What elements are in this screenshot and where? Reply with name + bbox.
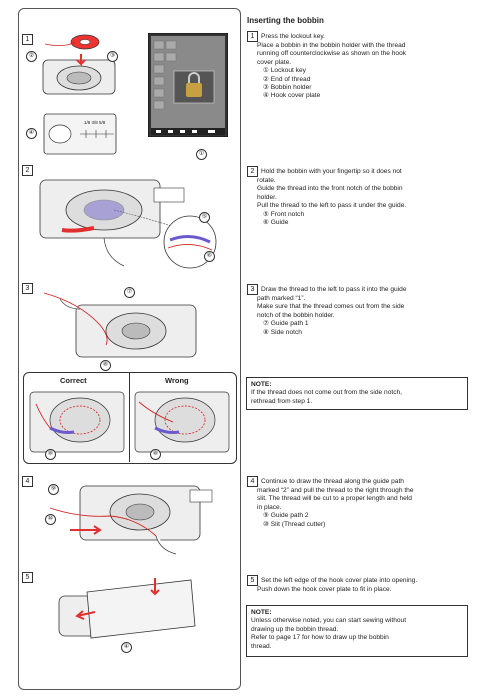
part-5: ⑤ Front notch: [263, 210, 305, 218]
callout-10: ⑩: [45, 514, 56, 525]
step2-badge: 2: [247, 166, 258, 177]
step3-line-0: Draw the thread to the left to pass it i…: [261, 286, 407, 293]
callout-9: ⑨: [48, 484, 59, 495]
bobbin-holder-illustration: [42, 34, 116, 95]
panel-divider: [129, 372, 130, 462]
page-title: Inserting the bobbin: [247, 16, 324, 25]
wrong-illustration: [134, 391, 230, 453]
step1-line-3: cover plate.: [257, 58, 292, 66]
plate-marks: 1/8 3/8 5/8: [84, 120, 106, 125]
callout-7: ⑦: [124, 287, 135, 298]
step3-illustration: [43, 292, 197, 358]
step4-line-0: Continue to draw the thread along the gu…: [261, 478, 404, 485]
callout-6: ⑥: [204, 251, 215, 262]
note2-line-3: thread.: [251, 642, 272, 650]
part-8: ⑧ Side notch: [263, 328, 302, 336]
step2-line-2: Guide the thread into the front notch of…: [257, 185, 403, 193]
step1-line-0: Press the lockout key.: [261, 33, 326, 40]
step4-line-3: in place.: [257, 503, 282, 511]
note2-title: NOTE:: [251, 609, 272, 616]
note-box-1: NOTE: If the thread does not come out fr…: [246, 377, 468, 410]
step-number-3: 3: [22, 283, 33, 294]
step4-badge: 4: [247, 476, 258, 487]
step4-line-2: slit. The thread will be cut to a proper…: [257, 495, 412, 503]
note2-line-0: Unless otherwise noted, you can start se…: [251, 617, 407, 625]
correct-illustration: [29, 391, 125, 453]
callout-4: ④: [26, 128, 37, 139]
step5-line-1: Push down the hook cover plate to fit in…: [257, 586, 392, 593]
part-4: ④ Hook cover plate: [263, 92, 321, 100]
step2-line-3: holder.: [257, 193, 277, 201]
step2-illustration: [39, 179, 217, 269]
hook-cover-plate-illustration: [43, 113, 117, 155]
note-box-2: NOTE: Unless otherwise noted, you can st…: [246, 605, 468, 657]
note1-line-0: If the thread does not come out from the…: [251, 389, 403, 397]
callout-2: ②: [26, 51, 37, 62]
callout-4-step5: ④: [121, 642, 132, 653]
part-2: ② End of thread: [263, 75, 311, 83]
callout-8: ⑧: [100, 360, 111, 371]
part-9: ⑨ Guide path 2: [263, 512, 309, 520]
step5-badge: 5: [247, 575, 258, 586]
step1-line-2: running off counterclockwise as shown on…: [257, 50, 407, 58]
step3-line-3: notch of the bobbin holder.: [257, 311, 335, 319]
step3-line-2: Make sure that the thread comes out from…: [257, 303, 405, 311]
step1-line-1: Place a bobbin in the bobbin holder with…: [257, 42, 406, 49]
callout-8-wrong: ⑧: [150, 449, 161, 460]
step2-line-1: rotate.: [257, 177, 276, 184]
callout-3: ③: [107, 51, 118, 62]
part-10: ⑩ Slit (Thread cutter): [263, 520, 326, 528]
note2-line-1: drawing up the bobbin thread.: [251, 625, 339, 633]
step2-line-0: Hold the bobbin with your fingertip so i…: [261, 168, 402, 175]
part-6: ⑥ Guide: [263, 219, 289, 227]
callout-5: ⑤: [199, 212, 210, 223]
part-1: ① Lockout key: [263, 67, 306, 75]
step-number-2: 2: [22, 165, 33, 176]
step1-badge: 1: [247, 31, 258, 42]
step-number-5: 5: [22, 572, 33, 583]
wrong-label: Wrong: [165, 376, 189, 385]
step5-illustration: [58, 578, 196, 639]
step5-line-0: Set the left edge of the hook cover plat…: [261, 577, 418, 584]
correct-wrong-panel: [23, 372, 237, 464]
step4-illustration: [49, 485, 213, 555]
note2-line-2: Refer to page 17 for how to draw up the …: [251, 634, 389, 642]
lockout-screen-illustration: [148, 33, 228, 137]
note1-title: NOTE:: [251, 381, 272, 388]
step2-line-4: Pull the thread to the left to pass it u…: [257, 202, 407, 210]
step3-badge: 3: [247, 284, 258, 295]
part-3: ③ Bobbin holder: [263, 84, 312, 92]
callout-1: ①: [196, 149, 207, 160]
step4-line-1: marked “2” and pull the thread to the ri…: [257, 487, 414, 494]
step-number-1: 1: [22, 34, 33, 45]
callout-8-correct: ⑧: [45, 449, 56, 460]
note1-line-1: rethread from step 1.: [251, 397, 313, 405]
step3-line-1: path marked “1”.: [257, 295, 306, 302]
part-7: ⑦ Guide path 1: [263, 320, 309, 328]
correct-label: Correct: [60, 376, 87, 385]
step-number-4: 4: [22, 476, 33, 487]
